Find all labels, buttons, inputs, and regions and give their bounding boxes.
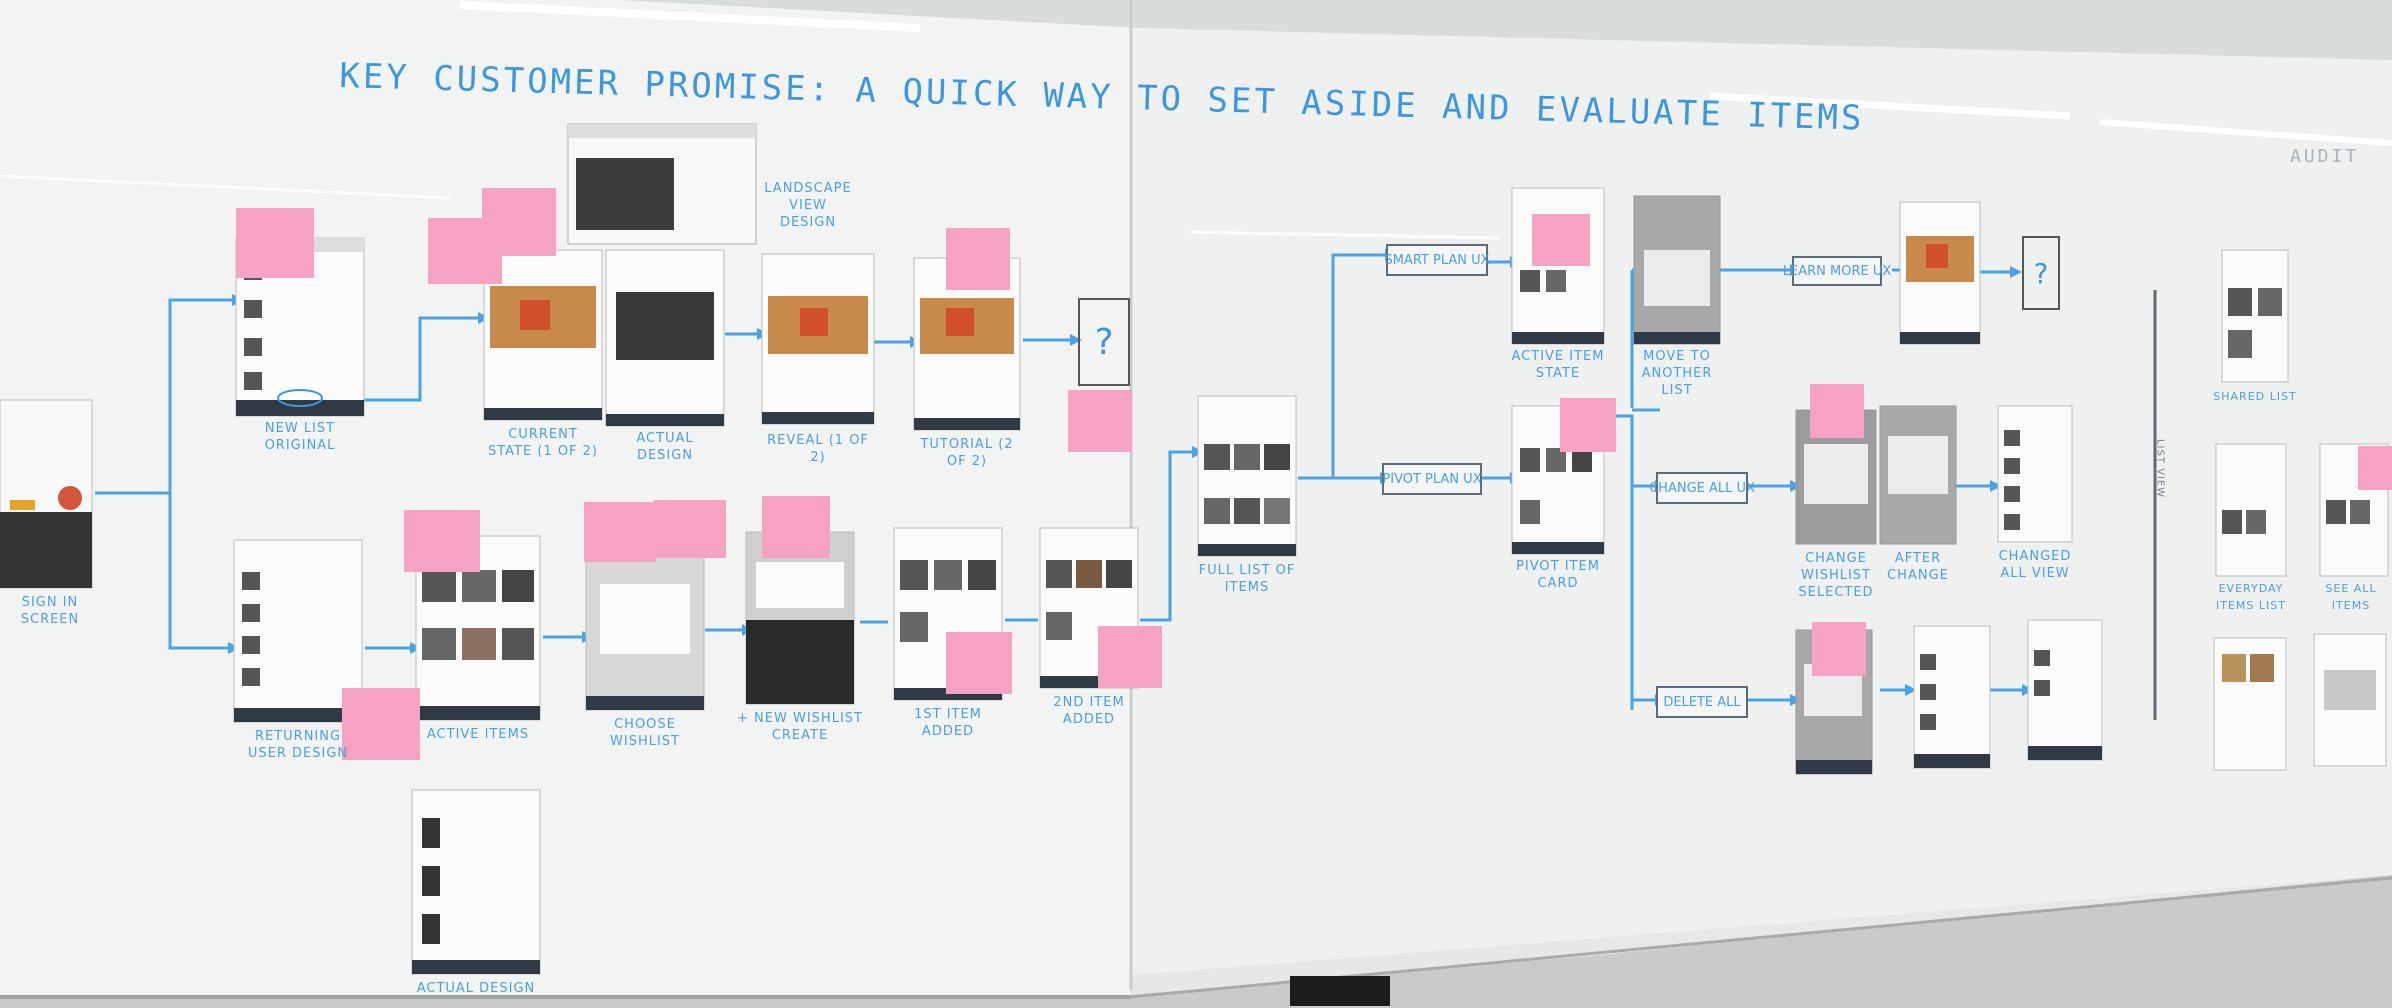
label-active-items: ACTIVE ITEMS xyxy=(426,727,530,742)
label-change-wishlist: CHANGE WISHLIST SELECTED xyxy=(1798,551,1874,600)
ceiling-wall xyxy=(620,0,2392,60)
sticky-note xyxy=(236,208,314,278)
question-box: ? xyxy=(1078,298,1130,386)
sticky-note xyxy=(1098,626,1162,688)
label-right-2: EVERYDAY ITEMS LIST xyxy=(2216,582,2286,612)
label-actual-design-bottom: ACTUAL DESIGN xyxy=(416,981,536,996)
sheet-current-state xyxy=(483,249,603,421)
question-box: ? xyxy=(2022,236,2060,310)
sheet-after-change xyxy=(1879,405,1957,545)
sheet-new-wishlist xyxy=(745,531,855,705)
sticky-note xyxy=(1560,398,1616,452)
eraser xyxy=(1290,976,1390,1006)
label-right-3: SEE ALL ITEMS xyxy=(2325,582,2377,612)
sheet-choose-wishlist xyxy=(585,555,705,711)
sticky-note xyxy=(404,510,480,572)
label-changed-all: CHANGED ALL VIEW xyxy=(1998,549,2072,581)
label-reveal: REVEAL (1 OF 2) xyxy=(767,433,869,465)
sticky-note xyxy=(482,188,556,256)
sheet-full-list xyxy=(1197,395,1297,557)
sheet-returning-user xyxy=(233,539,363,723)
sheet-right-2 xyxy=(2215,443,2287,577)
sticky-note xyxy=(342,688,420,760)
flow-lines xyxy=(95,253,2022,710)
sheet-move-to-another xyxy=(1633,195,1721,345)
board-bottom-frame xyxy=(0,875,2392,1008)
sheet-landscape xyxy=(567,123,757,245)
sticky-note xyxy=(946,632,1012,694)
label-signin: SIGN IN SCREEN xyxy=(20,595,80,627)
label-tutorial: TUTORIAL (2 OF 2) xyxy=(920,437,1014,469)
light-reflection xyxy=(1709,92,2071,120)
label-first-item: 1ST ITEM ADDED xyxy=(914,707,982,739)
label-after-change: AFTER CHANGE xyxy=(1887,551,1949,583)
delete-all-box: DELETE ALL xyxy=(1656,686,1748,718)
label-returning-user: RETURNING USER DESIGN xyxy=(247,729,349,761)
sheet-after-delete xyxy=(1913,625,1991,769)
sticky-note xyxy=(584,502,656,562)
sticky-note xyxy=(1812,622,1866,676)
label-full-list: FULL LIST OF ITEMS xyxy=(1198,563,1296,595)
pivot-plan-ux-box: PIVOT PLAN UX xyxy=(1382,463,1482,495)
sheet-right-5 xyxy=(2313,633,2387,767)
sticky-note xyxy=(2358,446,2392,490)
label-new-wishlist: + NEW WISHLIST CREATE xyxy=(737,711,863,743)
label-actual-design: ACTUAL DESIGN xyxy=(636,431,694,463)
label-move-to-another: MOVE TO ANOTHER LIST xyxy=(1641,349,1713,398)
sheet-signin xyxy=(0,399,93,589)
sheet-actual-design-bottom xyxy=(411,789,541,975)
sheet-right-4 xyxy=(2213,637,2287,771)
learn-more-ux-box: LEARN MORE UX xyxy=(1783,256,1891,286)
corner-text: AUDIT xyxy=(2290,146,2360,167)
label-active-item-state: ACTIVE ITEM STATE xyxy=(1511,349,1605,381)
sheet-right-3 xyxy=(2319,443,2389,577)
light-reflection xyxy=(459,1,921,32)
label-pivot-item-card: PIVOT ITEM CARD xyxy=(1516,559,1600,591)
sheet-actual-design xyxy=(605,249,725,427)
sticky-note xyxy=(654,500,726,558)
sheet-deleted-all xyxy=(2027,619,2103,761)
sticky-notes xyxy=(236,188,2392,760)
change-all-ux-box: CHANGE ALL UX xyxy=(1649,472,1755,504)
sheet-reveal xyxy=(761,253,875,425)
sticky-note xyxy=(1068,390,1132,452)
sticky-note xyxy=(762,496,830,558)
sheet-learn-more xyxy=(1899,201,1981,345)
label-current-state: CURRENT STATE (1 OF 2) xyxy=(487,427,598,459)
label-choose-wishlist: CHOOSE WISHLIST xyxy=(610,717,680,749)
sticky-note xyxy=(946,228,1010,290)
label-second-item: 2ND ITEM ADDED xyxy=(1053,695,1125,727)
label-landscape: LANDSCAPE VIEW DESIGN xyxy=(764,181,852,230)
sticky-note xyxy=(1532,214,1590,266)
label-side: LIST VIEW xyxy=(2154,438,2166,499)
light-reflection xyxy=(2099,119,2392,146)
sticky-note xyxy=(1810,384,1864,438)
label-right-1: SHARED LIST xyxy=(2213,390,2297,403)
label-wishlist-original: NEW LIST ORIGINAL xyxy=(264,421,336,453)
smart-plan-ux-box: SMART PLAN UX xyxy=(1384,244,1490,276)
sheet-right-1 xyxy=(2221,249,2289,383)
sheet-changed-all xyxy=(1997,405,2073,543)
